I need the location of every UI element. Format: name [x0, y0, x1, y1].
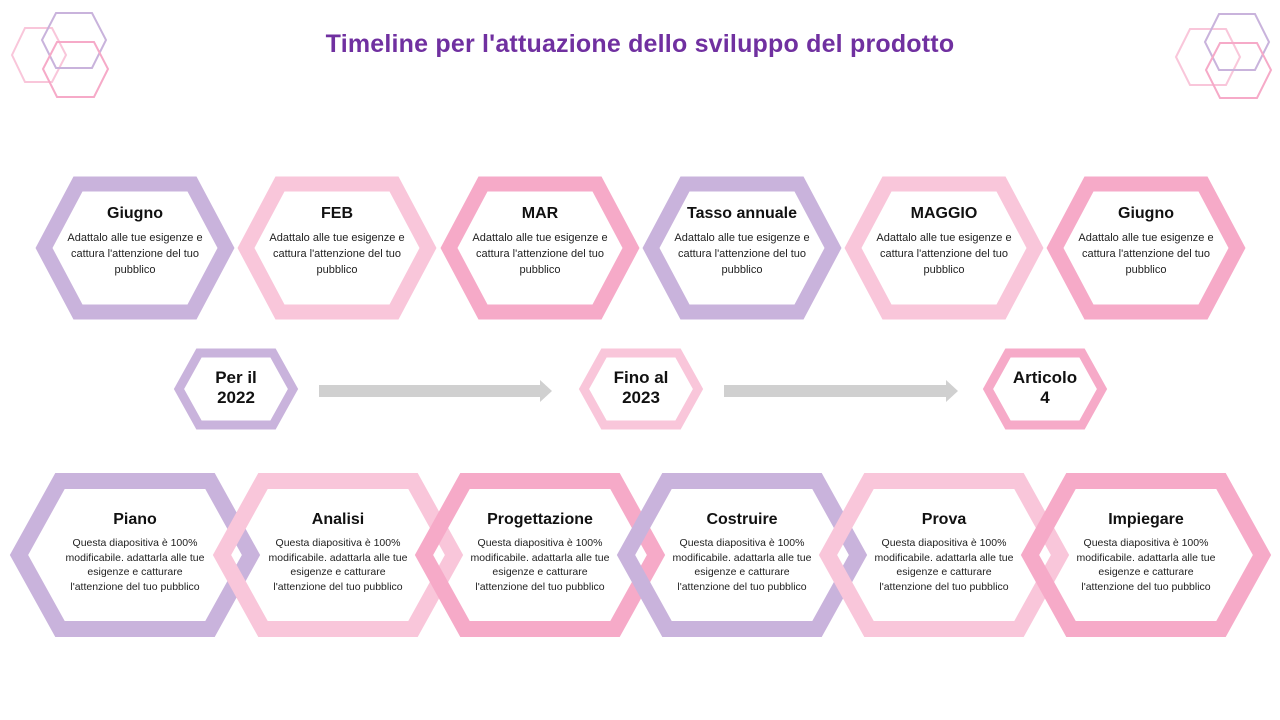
bottom-card-1: Piano Questa diapositiva è 100% modifica…: [65, 510, 205, 594]
bottom-card-text: Questa diapositiva è 100% modificabile. …: [470, 537, 610, 593]
hexagon-cluster-top-right-icon: [1174, 13, 1273, 99]
top-hexagon-5: [844, 176, 1044, 320]
milestone-line2: 2022: [217, 388, 255, 407]
top-hexagon-1: [35, 176, 235, 320]
bottom-card-title: Piano: [113, 511, 157, 528]
page-title: Timeline per l'attuazione dello sviluppo…: [325, 30, 955, 58]
top-card-title: MAGGIO: [910, 205, 978, 222]
top-card-text: Adattalo alle tue esigenze e cattura l'a…: [269, 232, 405, 276]
milestone-hexagon-3: [982, 348, 1108, 430]
bottom-card-text: Questa diapositiva è 100% modificabile. …: [65, 537, 205, 593]
arrow-right-icon: [724, 380, 958, 402]
top-card-5: MAGGIO Adattalo alle tue esigenze e catt…: [874, 204, 1014, 278]
top-card-6: Giugno Adattalo alle tue esigenze e catt…: [1076, 204, 1216, 278]
bottom-hexagon-1: [9, 473, 261, 637]
hexagon-cluster-top-left-icon: [10, 12, 110, 98]
milestone-line1: Articolo: [1012, 368, 1078, 387]
top-card-text: Adattalo alle tue esigenze e cattura l'a…: [472, 232, 608, 276]
bottom-row-hexagons: [9, 473, 1272, 637]
milestone-line1: Per il: [215, 368, 257, 387]
milestone-2: Fino al 2023: [601, 368, 681, 408]
bottom-card-3: Progettazione Questa diapositiva è 100% …: [470, 510, 610, 594]
bottom-card-text: Questa diapositiva è 100% modificabile. …: [268, 537, 408, 593]
top-card-title: FEB: [321, 205, 353, 222]
top-card-text: Adattalo alle tue esigenze e cattura l'a…: [876, 232, 1012, 276]
bottom-hexagon-4: [616, 473, 868, 637]
milestone-hexagon-1: [173, 348, 299, 430]
bottom-hexagon-5: [818, 473, 1070, 637]
top-card-title: Tasso annuale: [687, 205, 797, 222]
top-card-title: Giugno: [107, 205, 163, 222]
top-hexagon-3: [440, 176, 640, 320]
milestone-hexagons: [173, 348, 1108, 430]
bottom-card-5: Prova Questa diapositiva è 100% modifica…: [874, 510, 1014, 594]
top-card-title: MAR: [521, 205, 559, 222]
milestone-1: Per il 2022: [196, 368, 276, 408]
bottom-card-text: Questa diapositiva è 100% modificabile. …: [1076, 537, 1216, 593]
top-row-hexagons: [35, 176, 1246, 320]
top-card-4: Tasso annuale Adattalo alle tue esigenze…: [672, 204, 812, 278]
bottom-card-title: Progettazione: [487, 511, 593, 528]
milestone-hexagon-2: [578, 348, 704, 430]
arrow-right-icon: [319, 380, 552, 402]
bottom-hexagon-2: [212, 473, 464, 637]
top-hexagon-2: [237, 176, 437, 320]
arrows: [319, 380, 958, 402]
bottom-card-title: Impiegare: [1108, 511, 1184, 528]
top-card-text: Adattalo alle tue esigenze e cattura l'a…: [1078, 232, 1214, 276]
milestone-line2: 4: [1040, 388, 1050, 407]
milestone-line2: 2023: [622, 388, 660, 407]
bottom-card-2: Analisi Questa diapositiva è 100% modifi…: [268, 510, 408, 594]
top-card-title: Giugno: [1118, 205, 1174, 222]
top-card-text: Adattalo alle tue esigenze e cattura l'a…: [674, 232, 810, 276]
bottom-hexagon-3: [414, 473, 666, 637]
milestone-3: Articolo 4: [1000, 368, 1090, 408]
bottom-card-4: Costruire Questa diapositiva è 100% modi…: [672, 510, 812, 594]
top-hexagon-4: [642, 176, 842, 320]
bottom-card-text: Questa diapositiva è 100% modificabile. …: [672, 537, 812, 593]
bottom-card-title: Costruire: [706, 511, 778, 528]
top-card-text: Adattalo alle tue esigenze e cattura l'a…: [67, 232, 203, 276]
top-hexagon-6: [1046, 176, 1246, 320]
top-card-1: Giugno Adattalo alle tue esigenze e catt…: [65, 204, 205, 278]
bottom-card-text: Questa diapositiva è 100% modificabile. …: [874, 537, 1014, 593]
milestone-line1: Fino al: [613, 368, 669, 387]
bottom-hexagon-6: [1020, 473, 1272, 637]
top-card-3: MAR Adattalo alle tue esigenze e cattura…: [470, 204, 610, 278]
bottom-card-title: Analisi: [311, 511, 365, 528]
top-card-2: FEB Adattalo alle tue esigenze e cattura…: [267, 204, 407, 278]
bottom-card-title: Prova: [921, 511, 967, 528]
bottom-card-6: Impiegare Questa diapositiva è 100% modi…: [1076, 510, 1216, 594]
